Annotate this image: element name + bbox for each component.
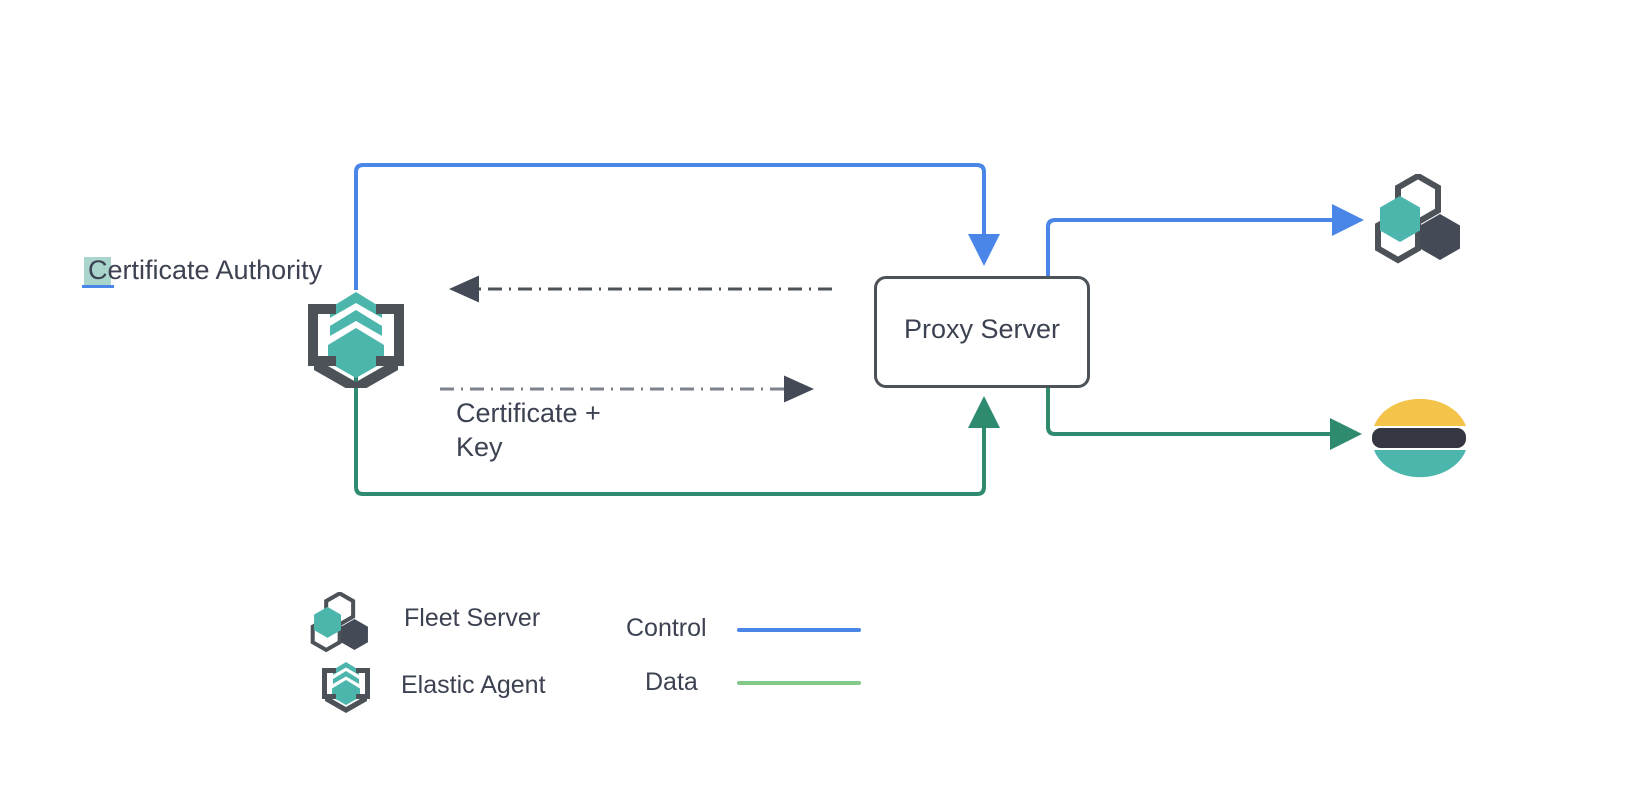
legend-fleet-server-icon <box>308 591 374 659</box>
certificate-authority-label-underline <box>82 285 114 288</box>
edge-data-proxy-to-elasticsearch <box>1046 372 1362 450</box>
legend-label-control: Control <box>626 614 707 642</box>
edge-data-ca-to-proxy <box>354 375 1000 496</box>
fleet-server-icon <box>1372 172 1468 271</box>
edge-control-proxy-to-fleet <box>1046 204 1364 300</box>
elastic-agent-icon <box>300 278 412 394</box>
legend-line-control <box>737 628 861 632</box>
legend-label-fleet-server: Fleet Server <box>404 604 541 632</box>
elasticsearch-icon <box>1370 388 1470 485</box>
certificate-key-edge-label: Certificate + Key <box>456 398 601 462</box>
proxy-server-label: Proxy Server <box>903 314 1061 344</box>
legend-line-data <box>737 681 861 685</box>
proxy-server-box[interactable] <box>874 276 1090 388</box>
certificate-authority-label-highlight <box>84 257 111 286</box>
legend-elastic-agent-icon <box>315 655 377 720</box>
edge-control-ca-to-proxy <box>354 163 1000 290</box>
certificate-authority-label: Certificate Authority <box>88 255 323 285</box>
legend-label-elastic-agent: Elastic Agent <box>401 671 546 699</box>
legend-label-data: Data <box>645 668 698 696</box>
